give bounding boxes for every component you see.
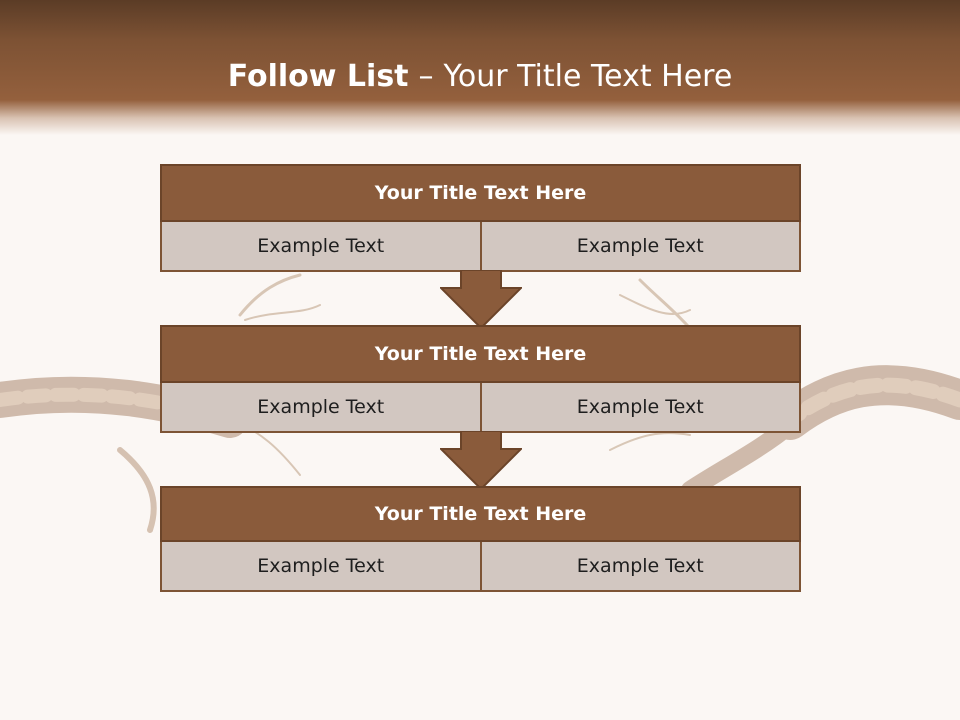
step-cell: Example Text xyxy=(160,542,482,592)
down-arrow-icon xyxy=(440,431,522,491)
step-row: Example Text Example Text xyxy=(160,542,801,592)
step-title: Your Title Text Here xyxy=(160,486,801,542)
step-cell: Example Text xyxy=(481,542,801,592)
step-title: Your Title Text Here xyxy=(160,164,801,222)
step-row: Example Text Example Text xyxy=(160,222,801,272)
slide-title: Follow List–Your Title Text Here xyxy=(0,55,960,99)
step-block-2: Your Title Text Here Example Text Exampl… xyxy=(160,325,801,433)
step-row: Example Text Example Text xyxy=(160,383,801,433)
header-band xyxy=(0,0,960,140)
step-cell: Example Text xyxy=(481,383,801,433)
step-cell: Example Text xyxy=(160,222,482,272)
slide-title-rest: Your Title Text Here xyxy=(443,59,733,94)
step-block-3: Your Title Text Here Example Text Exampl… xyxy=(160,486,801,592)
step-cell: Example Text xyxy=(160,383,482,433)
slide-title-bold: Follow List xyxy=(227,59,409,94)
step-cell: Example Text xyxy=(481,222,801,272)
step-title: Your Title Text Here xyxy=(160,325,801,383)
down-arrow-icon xyxy=(440,270,522,330)
slide-title-dash: – xyxy=(418,59,434,94)
step-block-1: Your Title Text Here Example Text Exampl… xyxy=(160,164,801,272)
